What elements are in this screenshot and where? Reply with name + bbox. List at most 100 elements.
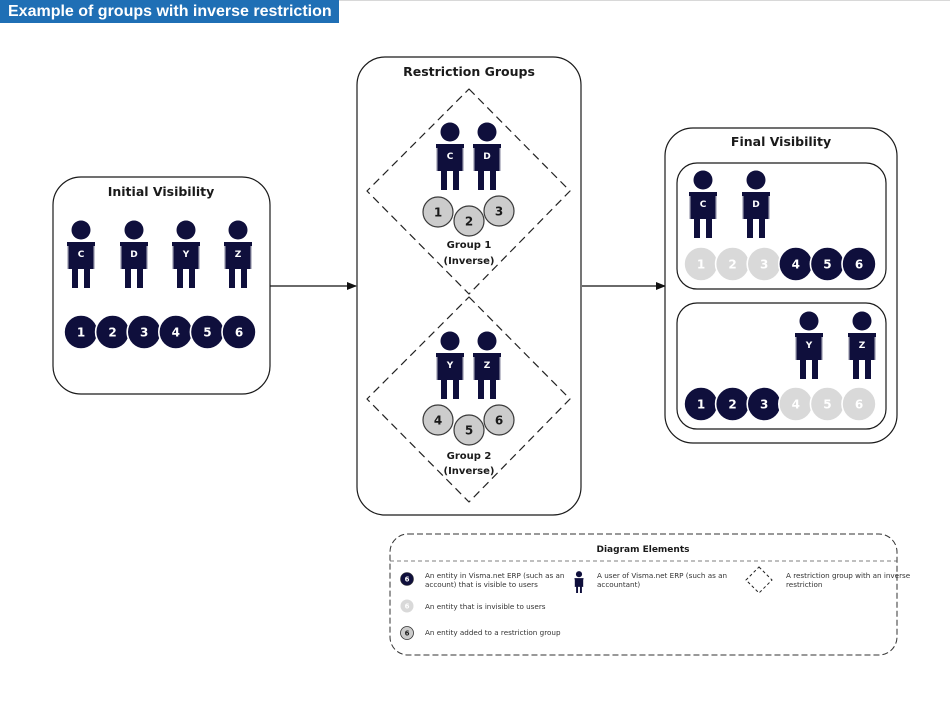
entity-label: 3 <box>495 205 503 219</box>
final-user-Z: Z <box>847 310 877 380</box>
legend-invisible-entity-icon-label: 6 <box>405 603 410 611</box>
legend: Diagram Elements 6 An entity in Visma.ne… <box>389 533 911 656</box>
entity-label: 1 <box>77 326 85 340</box>
group-user-C: C <box>435 121 465 191</box>
entity-circle <box>422 196 454 228</box>
entity-visible-1: 1 <box>683 386 719 422</box>
top-rule <box>0 0 950 1</box>
legend-visible-entity-icon-label: 6 <box>405 576 410 584</box>
entity-label: 4 <box>434 414 442 428</box>
entity-invisible-4: 4 <box>777 386 814 422</box>
final-visibility-title: Final Visibility <box>731 134 831 149</box>
group-2-sublabel: (Inverse) <box>444 466 495 477</box>
user-letter: Y <box>182 250 190 260</box>
user-letter: D <box>752 200 759 210</box>
legend-visible-entity: 6 An entity in Visma.net ERP (such as an… <box>400 571 564 589</box>
entity-invisible-2: 2 <box>714 246 751 282</box>
entity-visible-1: 1 <box>63 314 99 350</box>
entity-group-3: 3 <box>483 195 515 227</box>
entity-circle <box>453 205 485 237</box>
entity-circle <box>453 414 485 446</box>
user-letter: Z <box>859 341 866 351</box>
initial-user-C: C <box>66 219 96 289</box>
legend-visible-entity-text-1: An entity in Visma.net ERP (such as an <box>425 571 564 580</box>
entity-group-5: 5 <box>453 414 485 446</box>
entity-label: 3 <box>140 326 148 340</box>
entity-visible-4: 4 <box>777 246 814 282</box>
legend-user-text-1: A user of Visma.net ERP (such as an <box>597 571 727 580</box>
entity-label: 5 <box>823 398 831 412</box>
entity-invisible-3: 3 <box>746 246 783 282</box>
user-letter: Y <box>446 361 454 371</box>
entity-visible-5: 5 <box>189 314 226 350</box>
user-letter: Z <box>484 361 491 371</box>
entity-circle <box>422 404 454 436</box>
entity-visible-6: 6 <box>221 314 257 350</box>
user-letter: Z <box>235 250 242 260</box>
entity-visible-3: 3 <box>746 386 783 422</box>
entity-visible-3: 3 <box>126 314 162 350</box>
entity-circle <box>841 246 877 282</box>
entity-label: 1 <box>434 206 442 220</box>
entity-visible-2: 2 <box>714 386 751 422</box>
entity-label: 4 <box>172 326 180 340</box>
entity-visible-2: 2 <box>94 314 131 350</box>
restriction-group-2: Y Z 4 65 Group 2 (Inverse) <box>366 296 571 503</box>
entity-visible-5: 5 <box>809 246 846 282</box>
entity-circle <box>483 404 515 436</box>
entity-invisible-5: 5 <box>809 386 846 422</box>
entity-group-6: 6 <box>483 404 515 436</box>
legend-invisible-entity-icon <box>400 599 414 613</box>
user-letter: C <box>78 250 85 260</box>
group-2-diamond <box>366 296 571 503</box>
legend-visible-entity-text-2: account) that is visible to users <box>425 580 538 589</box>
initial-user-D: D <box>119 219 149 289</box>
entity-label: 5 <box>203 326 211 340</box>
entity-label: 2 <box>108 326 116 340</box>
user-letter: C <box>447 152 454 162</box>
group-user-D: D <box>472 121 502 191</box>
legend-invisible-entity-text: An entity that is invisible to users <box>425 602 546 611</box>
final-user-C: C <box>688 169 718 239</box>
legend-group-text-1: A restriction group with an inverse <box>786 571 911 580</box>
entity-label: 6 <box>495 414 503 428</box>
final-user-Y: Y <box>794 310 824 380</box>
entity-group-1: 1 <box>422 196 454 228</box>
legend-group-entity-icon <box>400 626 414 640</box>
entity-visible-4: 4 <box>158 314 194 350</box>
entity-invisible-1: 1 <box>683 246 719 282</box>
entity-label: 5 <box>823 258 831 272</box>
entity-group-2: 2 <box>453 205 485 237</box>
legend-invisible-entity: 6 An entity that is invisible to users <box>400 599 546 613</box>
entity-invisible-6: 6 <box>841 386 877 422</box>
legend-group-entity: 6 An entity added to a restriction group <box>400 626 561 640</box>
page-title: Example of groups with inverse restricti… <box>0 0 339 23</box>
user-letter: D <box>130 250 137 260</box>
legend-group: A restriction group with an inverse rest… <box>745 566 911 594</box>
group-1-label: Group 1 <box>447 240 492 251</box>
entity-label: 3 <box>760 398 768 412</box>
entity-label: 1 <box>697 258 705 272</box>
entity-label: 4 <box>792 258 800 272</box>
legend-box <box>389 533 898 656</box>
entity-label: 1 <box>697 398 705 412</box>
entity-circle <box>221 314 257 350</box>
entity-label: 3 <box>760 258 768 272</box>
entity-label: 4 <box>792 398 800 412</box>
group-2-label: Group 2 <box>447 451 492 462</box>
legend-visible-entity-icon <box>400 572 414 586</box>
legend-group-icon <box>745 566 773 594</box>
legend-group-entity-icon-label: 6 <box>405 630 410 638</box>
group-1-diamond <box>366 88 571 295</box>
group-user-Y: Y <box>435 330 465 400</box>
entity-group-4: 4 <box>422 404 454 436</box>
initial-user-Z: Z <box>223 219 253 289</box>
legend-title: Diagram Elements <box>597 545 690 555</box>
group-user-Z: Z <box>472 330 502 400</box>
entity-label: 6 <box>855 398 863 412</box>
